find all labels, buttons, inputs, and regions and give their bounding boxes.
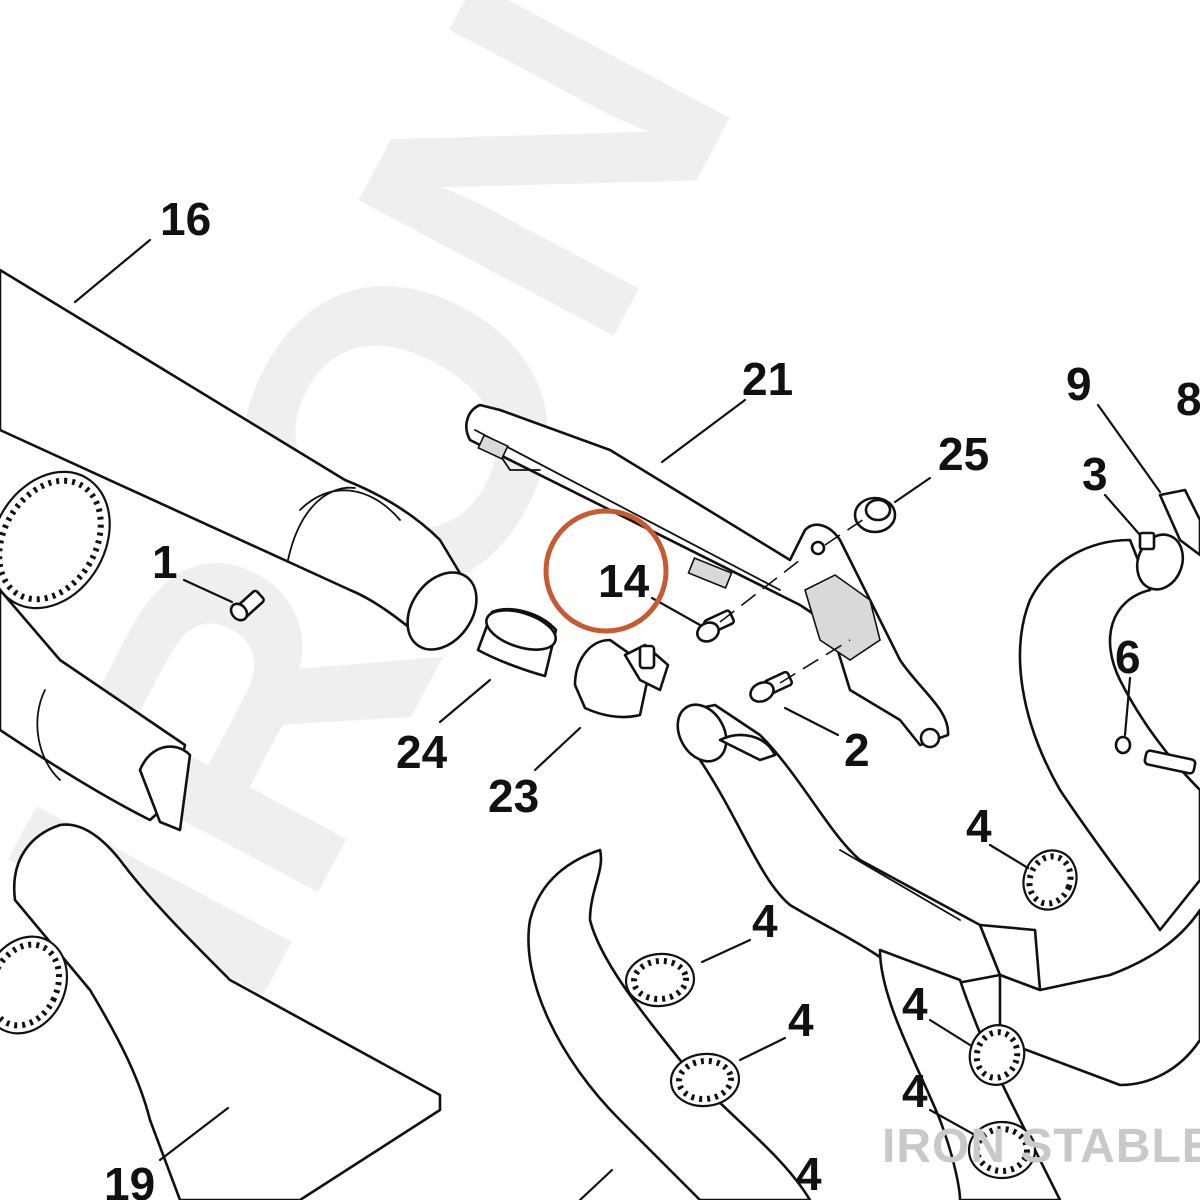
label-part-9: 9 xyxy=(1066,358,1092,410)
band-clamp-4-c[interactable] xyxy=(669,1051,741,1109)
label-part-4-c: 4 xyxy=(788,994,814,1046)
label-part-16: 16 xyxy=(160,193,211,245)
header-pipe-middle[interactable] xyxy=(668,696,1200,1087)
svg-text:IRON STAB: IRON STAB xyxy=(0,0,1200,1062)
label-part-4-f: 4 xyxy=(796,1148,822,1200)
label-part-4-e: 4 xyxy=(902,1065,928,1117)
label-part-2: 2 xyxy=(844,724,870,776)
assembly-guide-lines xyxy=(719,514,871,684)
leader-lines xyxy=(73,238,1162,1200)
oxygen-sensor[interactable] xyxy=(1143,749,1197,775)
iron-stable-watermark: IRON STABLE xyxy=(882,1120,1200,1173)
muffler-part-16[interactable] xyxy=(0,268,491,663)
label-part-4-b: 4 xyxy=(752,895,778,947)
bolt-part-2[interactable] xyxy=(747,670,794,705)
label-part-3: 3 xyxy=(1082,448,1108,500)
band-clamp-4-d[interactable] xyxy=(963,1019,1031,1091)
nut-part-3[interactable] xyxy=(1138,531,1156,551)
highlight-circle xyxy=(543,508,669,634)
grommet-part-25[interactable] xyxy=(853,496,897,534)
clamp-part-23[interactable] xyxy=(573,638,670,719)
label-part-24: 24 xyxy=(396,726,448,778)
label-part-6: 6 xyxy=(1115,631,1141,683)
band-clamp-4-a[interactable] xyxy=(1015,843,1084,917)
bracket-part-21[interactable] xyxy=(465,403,950,749)
bolt-part-1[interactable] xyxy=(228,589,265,624)
band-clamp-left-upper[interactable] xyxy=(0,450,134,630)
muffler-lower[interactable] xyxy=(0,588,192,832)
header-pipe-part-19[interactable] xyxy=(12,823,442,1200)
label-part-4-d: 4 xyxy=(902,978,928,1030)
bolt-part-14[interactable] xyxy=(694,609,735,645)
label-part-8: 8 xyxy=(1176,373,1200,425)
gasket-part-6[interactable] xyxy=(1114,735,1132,755)
band-clamp-left-lower[interactable] xyxy=(0,923,82,1047)
flange-part-9[interactable] xyxy=(1158,488,1200,557)
sleeve-part-24[interactable] xyxy=(476,603,560,678)
band-clamp-4-b[interactable] xyxy=(624,951,696,1009)
label-part-4-a: 4 xyxy=(966,800,992,852)
label-part-1: 1 xyxy=(152,536,178,588)
band-clamp-4-e[interactable] xyxy=(967,1120,1037,1180)
label-part-19: 19 xyxy=(104,1158,155,1200)
label-part-25: 25 xyxy=(938,428,989,480)
label-part-21: 21 xyxy=(742,353,793,405)
label-part-23: 23 xyxy=(488,770,539,822)
header-pipe-lower-middle[interactable] xyxy=(527,848,812,1200)
label-part-14: 14 xyxy=(598,555,650,607)
background-watermark: IRON STAB xyxy=(0,0,1200,1062)
